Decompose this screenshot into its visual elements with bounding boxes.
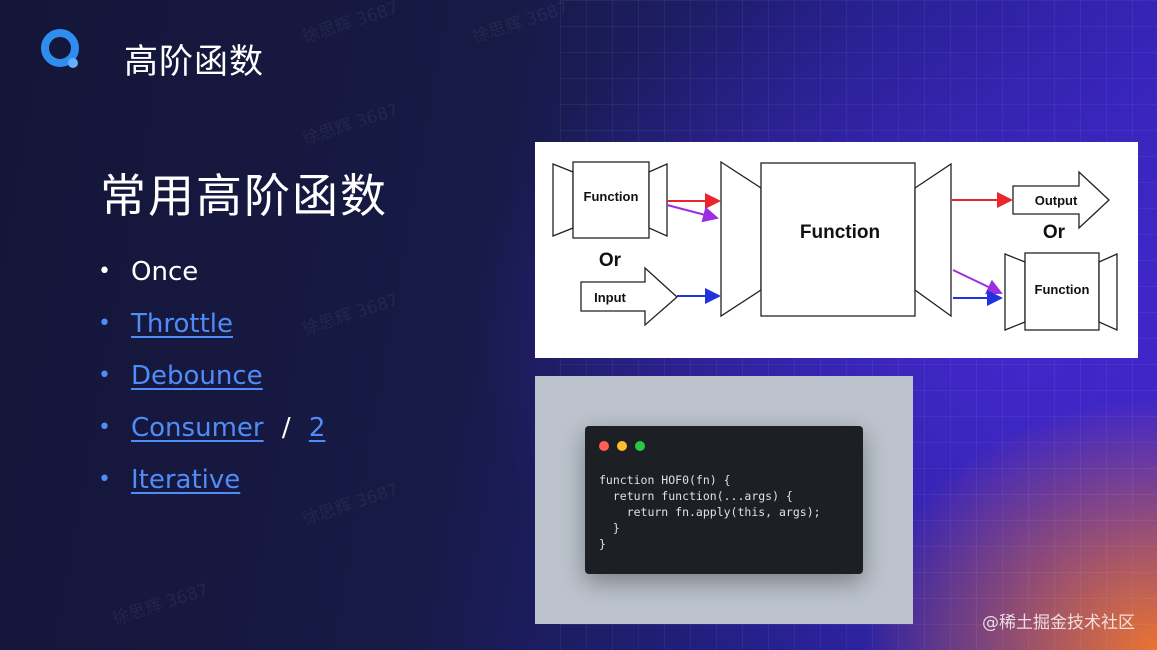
link-debounce[interactable]: Debounce (131, 361, 263, 391)
purple-arrow (666, 204, 719, 223)
code-line: return fn.apply(this, args); (599, 505, 821, 519)
diagram-label-right-function: Function (1035, 282, 1090, 297)
right-function-box (1024, 252, 1100, 331)
funnel-shape (1098, 252, 1118, 332)
watermark: 徐思辉 3687 (300, 99, 402, 150)
diagram-label-output: Output (1035, 193, 1078, 208)
app-logo-icon (41, 29, 79, 68)
left-function-box (572, 161, 650, 239)
section-title: 常用高阶函数 (100, 169, 388, 223)
code-line: function HOF0(fn) { (599, 473, 731, 487)
list-item: • Iterative (98, 458, 325, 510)
diagram-label-left-function: Function (584, 189, 639, 204)
link-separator: / (281, 413, 291, 443)
bullet-dot-icon: • (98, 467, 111, 492)
link-consumer-2[interactable]: 2 (308, 413, 326, 443)
bullet-dot-icon: • (98, 311, 111, 336)
code-snippet-panel: function HOF0(fn) { return function(...a… (535, 376, 913, 624)
slide-header-title: 高阶函数 (124, 42, 264, 82)
bullet-list: • Once • Throttle • Debounce • Consumer … (98, 250, 325, 510)
bullet-dot-icon: • (98, 259, 111, 284)
window-minimize-dot-icon (617, 441, 627, 451)
code-line: } (599, 537, 606, 551)
bullet-text-once: Once (131, 257, 199, 287)
diagram-label-or-left: Or (599, 250, 622, 271)
watermark: 徐思辉 3687 (110, 579, 212, 630)
list-item: • Consumer / 2 (98, 406, 325, 458)
list-item: • Once (98, 250, 325, 302)
purple-arrow (952, 269, 1003, 295)
link-throttle[interactable]: Throttle (131, 309, 233, 339)
hof-diagram: Function Or Input Function Output Or Fun… (535, 142, 1138, 358)
funnel-shape (720, 160, 762, 318)
code-line: } (599, 521, 620, 535)
diagram-label-center-function: Function (800, 222, 880, 243)
input-arrow (580, 266, 678, 327)
footer-watermark: @稀土掘金技术社区 (982, 613, 1135, 633)
hof-diagram-svg: Function Or Input Function Output Or Fun… (552, 160, 1118, 332)
code-window: function HOF0(fn) { return function(...a… (585, 426, 863, 574)
funnel-shape (648, 162, 668, 238)
bullet-dot-icon: • (98, 415, 111, 440)
funnel-shape (1004, 253, 1026, 331)
link-iterative[interactable]: Iterative (131, 465, 241, 495)
link-consumer[interactable]: Consumer (131, 413, 264, 443)
funnel-shape (552, 163, 574, 237)
diagram-label-or-right: Or (1043, 222, 1066, 243)
output-arrow (1012, 170, 1110, 230)
watermark: 徐思辉 3687 (300, 0, 402, 48)
code-line: return function(...args) { (599, 489, 793, 503)
list-item: • Debounce (98, 354, 325, 406)
funnel-shape (914, 162, 952, 318)
list-item: • Throttle (98, 302, 325, 354)
window-close-dot-icon (599, 441, 609, 451)
diagram-label-input: Input (594, 290, 626, 305)
watermark: 徐思辉 3687 (470, 0, 572, 48)
center-function-box (760, 162, 916, 317)
code-block: function HOF0(fn) { return function(...a… (599, 472, 821, 552)
window-maximize-dot-icon (635, 441, 645, 451)
bullet-dot-icon: • (98, 363, 111, 388)
